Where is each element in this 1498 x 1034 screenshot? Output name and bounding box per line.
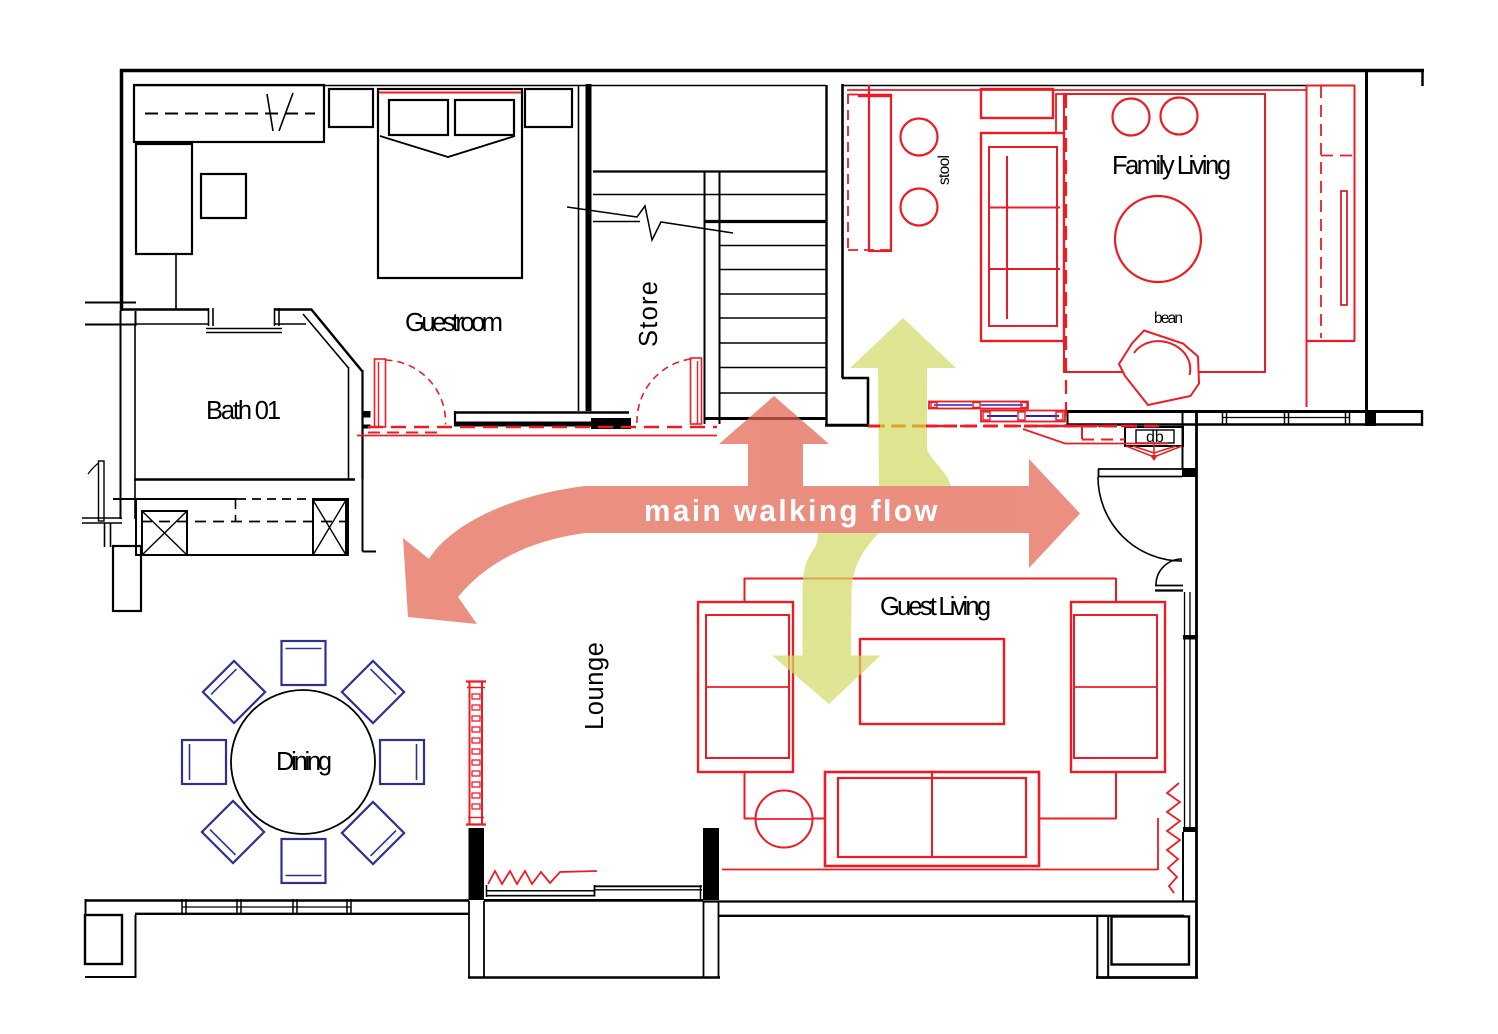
- svg-text:Bath 01: Bath 01: [206, 397, 281, 425]
- svg-text:Family Living: Family Living: [1112, 152, 1231, 180]
- svg-text:bean: bean: [1154, 310, 1183, 327]
- svg-text:Lounge: Lounge: [581, 642, 609, 730]
- svg-text:Store: Store: [635, 281, 663, 347]
- svg-text:stool: stool: [936, 155, 953, 185]
- svg-text:db: db: [1146, 429, 1164, 446]
- svg-text:main walking flow: main walking flow: [644, 493, 940, 528]
- svg-text:Guestroom: Guestroom: [405, 309, 503, 337]
- svg-text:Guest Living: Guest Living: [880, 593, 991, 621]
- svg-text:Dining: Dining: [276, 748, 332, 776]
